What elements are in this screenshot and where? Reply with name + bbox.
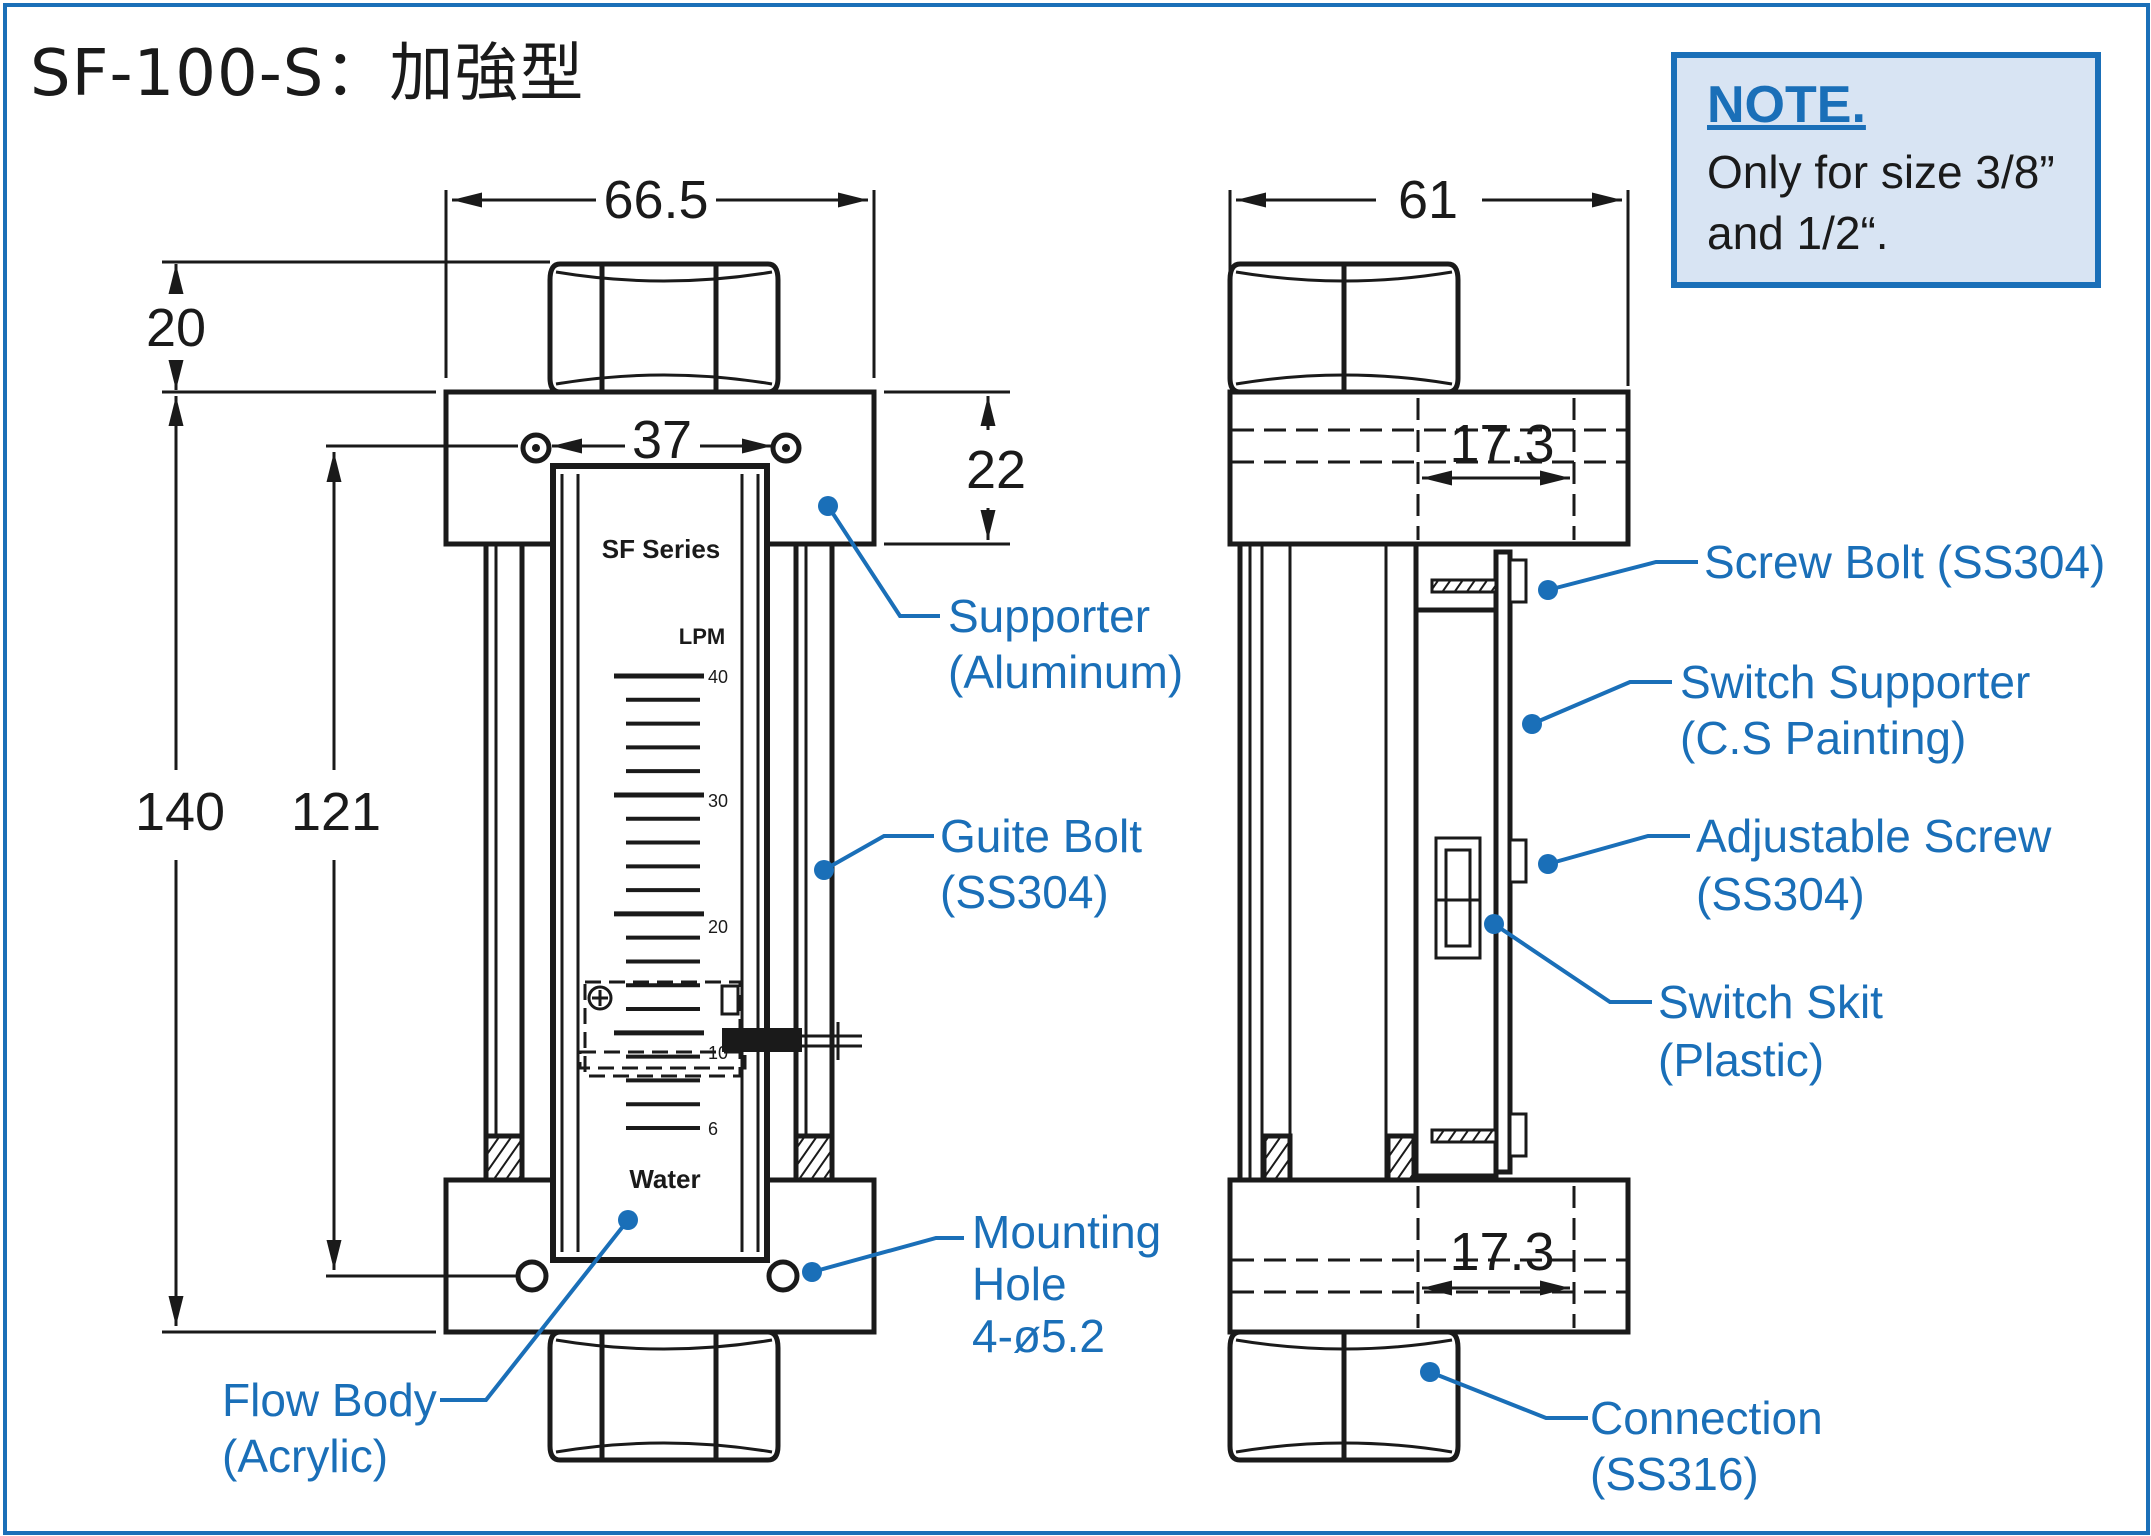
note-text: Only for size 3/8” and 1/2“. [1707, 142, 2065, 263]
front-dim-width: 66.5 [603, 170, 708, 230]
screw-bolt-label: Screw Bolt (SS304) [1704, 536, 2105, 588]
front-switch-assembly [578, 980, 862, 1078]
scale-label: 20 [708, 917, 728, 937]
adjustable-screw-callout-dot [1538, 854, 1558, 874]
scale-label: 40 [708, 667, 728, 687]
front-bottom-fitting [547, 1329, 781, 1463]
front-dim-total-height: 140 [135, 782, 225, 842]
front-unit-label: LPM [679, 624, 725, 649]
side-view [1227, 261, 1631, 1463]
diagram-title: SF-100-S：加強型 [30, 37, 585, 111]
side-bottom-supporter [1227, 1177, 1631, 1335]
front-mounting-holes [515, 432, 802, 1293]
front-dimension-lines [162, 190, 1010, 1334]
front-fluid-label: Water [629, 1164, 700, 1194]
note-box: NOTE. Only for size 3/8” and 1/2“. [1671, 52, 2101, 288]
side-switch-supporter [1413, 549, 1528, 1179]
scale-label: 10 [708, 1043, 728, 1063]
scale-label: 30 [708, 791, 728, 811]
side-top-fitting [1227, 261, 1461, 395]
guide-bolt-label: Guite Bolt(SS304) [940, 810, 1142, 918]
side-bottom-fitting [1227, 1329, 1461, 1463]
front-scale-ticks [614, 673, 704, 1130]
front-dim-hole-centers: 121 [291, 782, 381, 842]
front-flow-body [550, 463, 770, 1263]
front-top-fitting [547, 261, 781, 395]
supporter-callout-dot [818, 496, 838, 516]
screw-bolt-callout-dot [1538, 580, 1558, 600]
connection-callout-dot [1420, 1362, 1440, 1382]
switch-supporter-label: Switch Supporter(C.S Painting) [1680, 656, 2030, 764]
switch-skit-callout-dot [1484, 914, 1504, 934]
side-dim-port-bottom: 17.3 [1449, 1222, 1554, 1282]
switch-supporter-callout-dot [1522, 714, 1542, 734]
diagram-frame [3, 3, 2150, 1535]
callout-leaders [440, 504, 1698, 1420]
note-heading: NOTE. [1707, 76, 1866, 134]
scale-label: 6 [708, 1119, 718, 1139]
side-dimension-lines [1228, 190, 1630, 1296]
flow-body-label: Flow Body(Acrylic) [222, 1374, 437, 1482]
front-scale-labels: 40 30 20 10 6 [708, 667, 728, 1139]
mounting-hole-callout-dot [802, 1262, 822, 1282]
note-line-1: Only for size 3/8” [1707, 145, 2055, 198]
note-line-2: and 1/2“. [1707, 206, 1889, 259]
front-dim-top-fitting: 20 [146, 298, 206, 358]
side-dim-port-top: 17.3 [1449, 414, 1554, 474]
callout-labels: Supporter(Aluminum) Guite Bolt(SS304) Mo… [222, 536, 2105, 1500]
flow-body-callout-dot [618, 1210, 638, 1230]
guide-bolt-callout-dot [814, 860, 834, 880]
supporter-label: Supporter(Aluminum) [948, 590, 1183, 698]
front-series-label: SF Series [602, 534, 721, 564]
switch-skit-label: Switch Skit(Plastic) [1658, 976, 1883, 1086]
side-dim-width: 61 [1398, 170, 1458, 230]
front-dim-supporter-height: 22 [966, 440, 1026, 500]
front-dim-hole-spacing: 37 [632, 410, 692, 470]
adjustable-screw-label: Adjustable Screw(SS304) [1696, 810, 2052, 920]
side-top-supporter [1227, 389, 1631, 547]
side-flow-body [1237, 541, 1419, 1183]
callout-dots [618, 496, 1558, 1382]
connection-label: Connection(SS316) [1590, 1392, 1823, 1500]
